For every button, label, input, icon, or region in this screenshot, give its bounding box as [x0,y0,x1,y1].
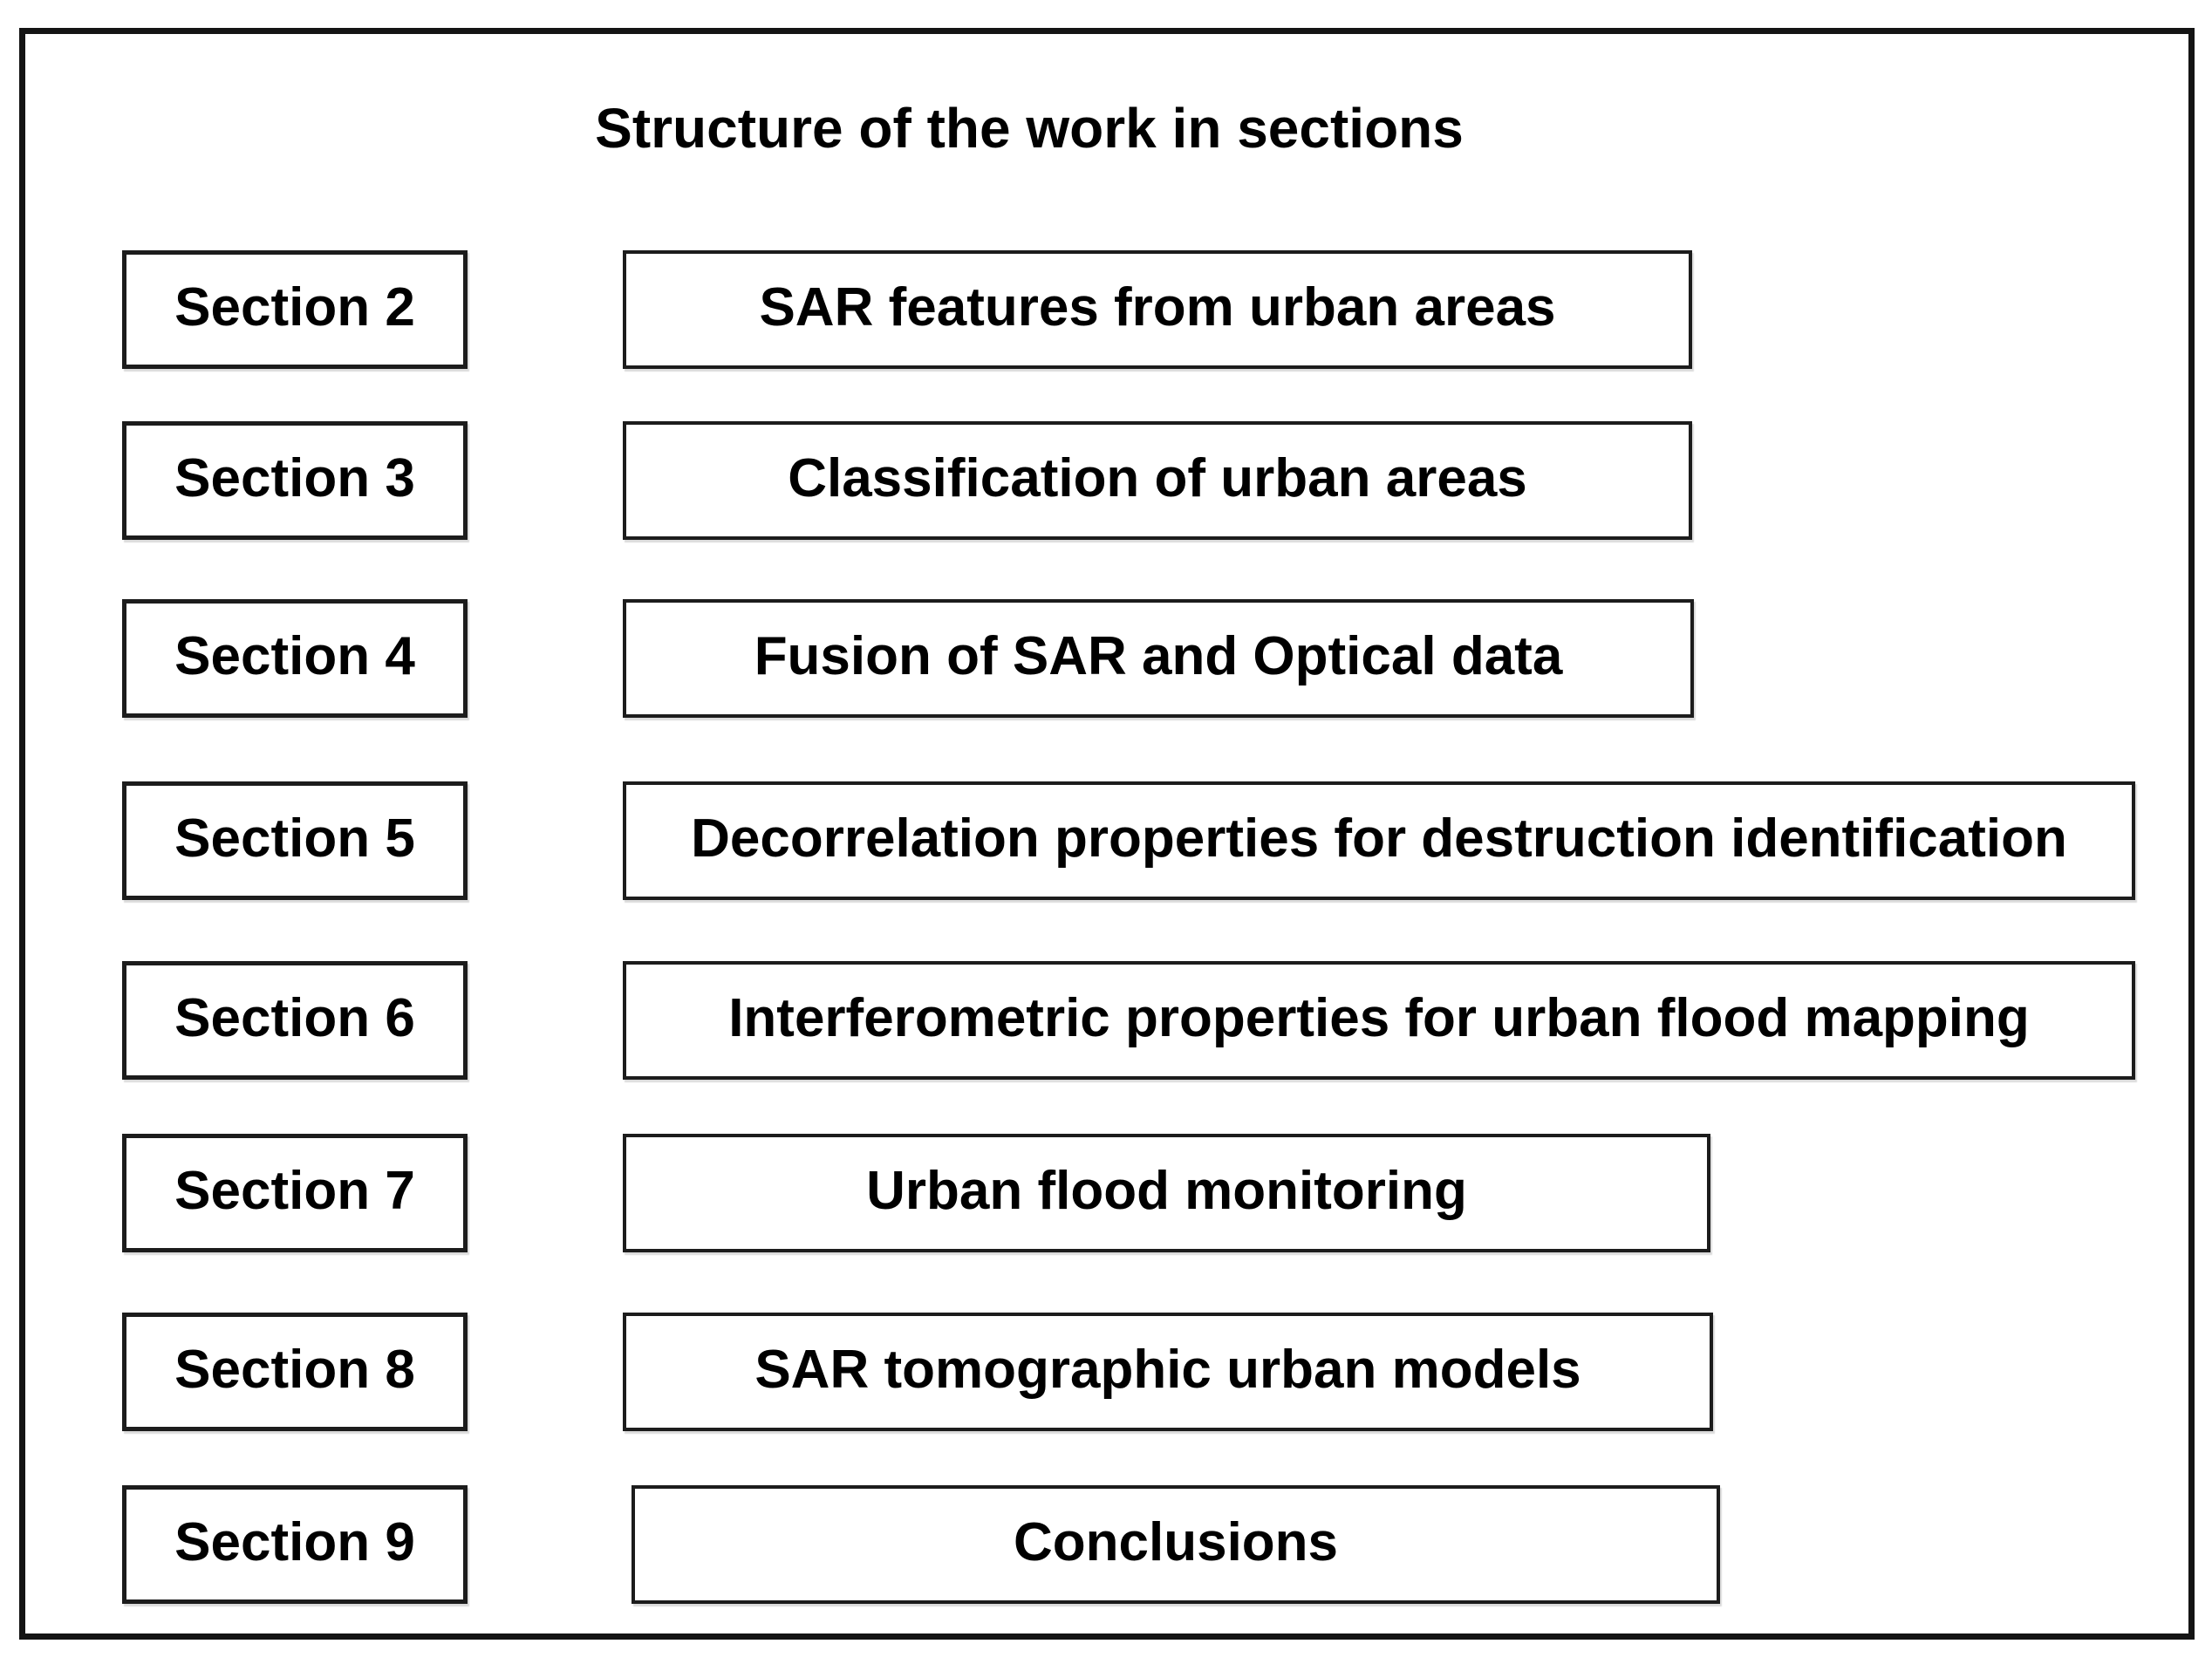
section-box-2-label: Section 2 [174,276,415,338]
section-box-7-label: Section 7 [174,1160,415,1221]
section-box-7: Section 7 [122,1134,468,1252]
content-box-conclusions: Conclusions [632,1485,1720,1604]
content-box-sar-features: SAR features from urban areas [623,250,1692,369]
section-box-8-label: Section 8 [174,1339,415,1400]
content-box-tomographic-label: SAR tomographic urban models [754,1339,1581,1400]
content-box-tomographic: SAR tomographic urban models [623,1313,1713,1431]
content-box-conclusions-label: Conclusions [1013,1511,1339,1572]
section-box-9: Section 9 [122,1485,468,1604]
figure-title: Structure of the work in sections [595,97,1464,160]
section-box-6-label: Section 6 [174,987,415,1048]
section-box-9-label: Section 9 [174,1511,415,1572]
section-box-2: Section 2 [122,250,468,369]
content-box-decorrelation: Decorrelation properties for destruction… [623,781,2135,900]
section-box-3: Section 3 [122,421,468,540]
content-box-classification-label: Classification of urban areas [788,447,1527,508]
section-box-8: Section 8 [122,1313,468,1431]
content-box-sar-features-label: SAR features from urban areas [759,276,1556,338]
section-box-3-label: Section 3 [174,447,415,508]
content-box-interferometric-label: Interferometric properties for urban flo… [728,987,2030,1048]
content-box-fusion-label: Fusion of SAR and Optical data [754,625,1563,686]
content-box-decorrelation-label: Decorrelation properties for destruction… [691,808,2067,869]
content-box-fusion: Fusion of SAR and Optical data [623,599,1694,718]
content-box-flood-monitoring: Urban flood monitoring [623,1134,1710,1252]
content-box-classification: Classification of urban areas [623,421,1692,540]
section-box-5-label: Section 5 [174,808,415,869]
section-box-5: Section 5 [122,781,468,900]
section-box-4: Section 4 [122,599,468,718]
content-box-interferometric: Interferometric properties for urban flo… [623,961,2135,1080]
content-box-flood-monitoring-label: Urban flood monitoring [866,1160,1467,1221]
section-box-4-label: Section 4 [174,625,415,686]
section-box-6: Section 6 [122,961,468,1080]
